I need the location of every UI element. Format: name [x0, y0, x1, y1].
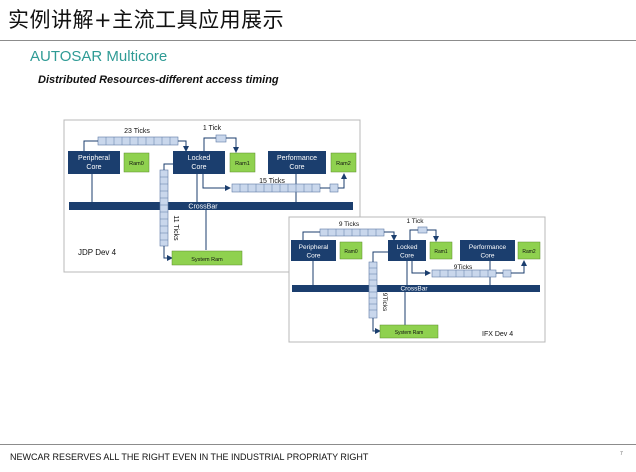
- ifx-ram1-label: Ram1: [434, 249, 448, 255]
- ifx-ticks-mid-label: 9Ticks: [454, 264, 473, 271]
- ifx-locked-core-label: Locked: [397, 244, 418, 251]
- footer-divider: [0, 444, 636, 445]
- jdp-ticks-vert-label: 11 Ticks: [172, 215, 179, 241]
- ifx-peripheral-core: [291, 240, 336, 261]
- ifx-ram2-label: Ram2: [522, 249, 536, 255]
- ifx-peripheral-core-label2: Core: [306, 253, 320, 260]
- jdp-peripheral-core-label: Peripheral: [78, 155, 110, 162]
- jdp-crossbar-label: CrossBar: [188, 204, 218, 211]
- ifx-system-ram-label: System Ram: [395, 330, 424, 336]
- ifx-ram1: [429, 241, 453, 260]
- ifx-performance-core: [460, 240, 515, 261]
- ifx-system-ram: [379, 324, 439, 339]
- jdp-crossbar: [69, 202, 353, 210]
- ifx-crossbar-label: CrossBar: [400, 286, 428, 293]
- page-number: 7: [620, 451, 623, 457]
- ifx-performance-core-label2: Core: [480, 253, 494, 260]
- ifx-ram0-label: Ram0: [344, 249, 358, 255]
- jdp-ram1: [229, 152, 256, 173]
- ifx-ram0: [339, 241, 363, 260]
- jdp-system-ram: [171, 250, 243, 266]
- jdp-ticks-one-label: 1 Tick: [203, 125, 222, 132]
- jdp-system-ram-label: System Ram: [191, 257, 223, 263]
- jdp-peripheral-core: [68, 151, 120, 174]
- section-heading: Distributed Resources-different access t…: [38, 74, 279, 86]
- jdp-ticks-mid-label: 15 Ticks: [259, 178, 285, 185]
- jdp-diagram: CrossBar Peripheral Core Ram0 Locked Cor…: [63, 119, 361, 273]
- jdp-tick-bar-top: [97, 136, 179, 146]
- ifx-frame: [288, 216, 546, 343]
- jdp-locked-core-label2: Core: [191, 164, 206, 171]
- ifx-performance-core-label: Performance: [469, 244, 507, 251]
- jdp-tick-one: [215, 134, 227, 143]
- ifx-locked-core: [388, 240, 426, 261]
- ifx-device-label: IFX Dev 4: [482, 331, 513, 338]
- jdp-locked-core: [173, 151, 225, 174]
- jdp-performance-core-label: Performance: [277, 155, 317, 162]
- title-divider: [0, 40, 636, 41]
- jdp-ram2-label: Ram2: [336, 161, 351, 167]
- footer-text: NEWCAR RESERVES ALL THE RIGHT EVEN IN TH…: [10, 452, 369, 462]
- ifx-ticks-one-label: 1 Tick: [407, 218, 425, 225]
- jdp-tick-bar-vertical: [159, 169, 169, 247]
- jdp-ram0-label: Ram0: [129, 161, 144, 167]
- ifx-tick-one: [417, 226, 428, 234]
- ifx-ticks-top-label: 9 Ticks: [339, 221, 360, 228]
- jdp-ram1-label: Ram1: [235, 161, 250, 167]
- jdp-peripheral-core-label2: Core: [86, 164, 101, 171]
- ifx-peripheral-core-label: Peripheral: [299, 244, 329, 251]
- jdp-locked-core-label: Locked: [188, 155, 211, 162]
- ifx-locked-core-label2: Core: [400, 253, 414, 260]
- ifx-crossbar: [292, 285, 540, 292]
- ifx-ticks-vert-label: 9Ticks: [381, 293, 388, 312]
- slide-subtitle: AUTOSAR Multicore: [30, 48, 168, 65]
- jdp-device-label: JDP Dev 4: [78, 248, 117, 257]
- jdp-performance-core: [268, 151, 326, 174]
- jdp-ticks-top-label: 23 Ticks: [124, 128, 150, 135]
- jdp-performance-core-label2: Core: [289, 164, 304, 171]
- ifx-diagram: CrossBar Peripheral Core Ram0 Locked Cor…: [288, 216, 546, 343]
- ifx-tick-bar-top: [319, 228, 385, 237]
- jdp-ram2: [330, 152, 357, 173]
- jdp-ram0: [123, 152, 150, 173]
- ifx-tick-bar-vertical: [368, 261, 378, 319]
- slide-title: 实例讲解+主流工具应用展示: [8, 8, 285, 32]
- ifx-ram2: [517, 241, 541, 260]
